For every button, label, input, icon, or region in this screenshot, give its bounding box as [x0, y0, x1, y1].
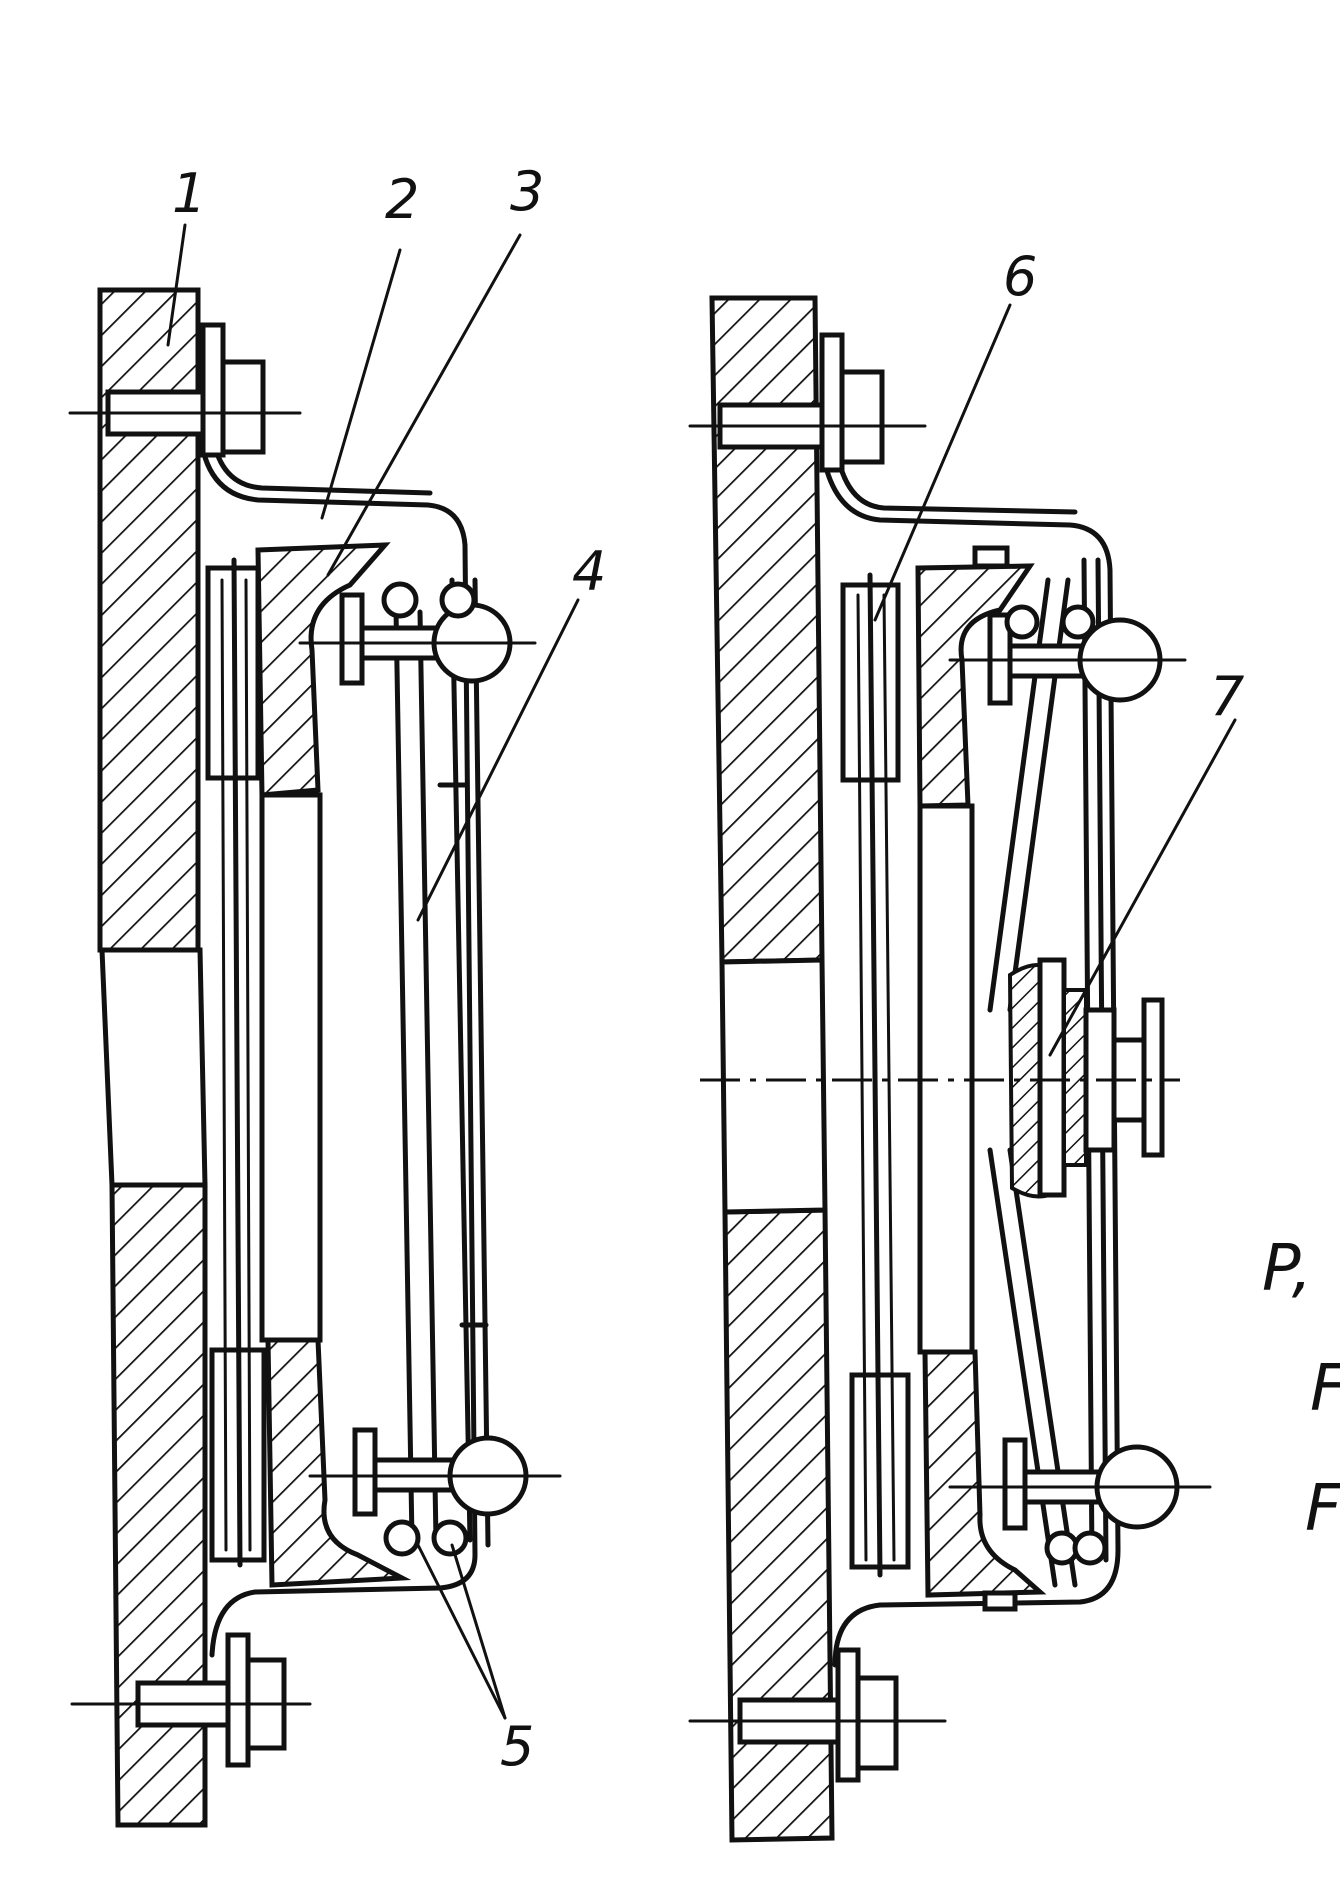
clutch-cover-left [197, 427, 478, 1658]
release-bearing-right [1007, 957, 1165, 1199]
side-text-line-3: F [1305, 1472, 1340, 1546]
label-3: 3 [510, 160, 544, 223]
left-view [68, 223, 580, 1828]
side-text-line-2: F [1310, 1352, 1340, 1426]
label-7: 7 [1210, 665, 1244, 728]
label-4: 4 [572, 540, 606, 603]
label-6: 6 [1003, 245, 1037, 308]
pressure-plate-left-lower [265, 1337, 412, 1588]
side-text-line-1: P, [1262, 1232, 1312, 1306]
lower-bolt-left [308, 1427, 562, 1557]
label-2: 2 [385, 168, 419, 231]
upper-bolt-left [298, 581, 537, 686]
pressure-plate-right-lower [922, 1349, 1047, 1598]
flywheel-left [97, 287, 208, 1828]
driven-disc-right [840, 572, 911, 1578]
pressure-plate-left [255, 542, 391, 798]
driven-disc-left [205, 557, 267, 1568]
label-1: 1 [172, 162, 206, 225]
lower-bolt-right [948, 1437, 1212, 1566]
flywheel-right [709, 295, 835, 1843]
right-view [688, 295, 1237, 1843]
label-5: 5 [500, 1715, 534, 1778]
pressure-plate-right [915, 563, 1035, 809]
mounting-bolt-left-top [68, 322, 302, 458]
clutch-cover-right [817, 427, 1121, 1668]
mounting-bolt-right-top [688, 332, 927, 473]
cropped-side-text: P, F F [1262, 1232, 1340, 1546]
mounting-bolt-left-bottom [70, 1632, 312, 1768]
release-lever-left [393, 577, 491, 1548]
part-labels: 1 2 3 4 5 6 7 [172, 160, 1244, 1778]
upper-bolt-right [948, 604, 1187, 706]
mounting-bolt-right-bottom [688, 1647, 947, 1783]
